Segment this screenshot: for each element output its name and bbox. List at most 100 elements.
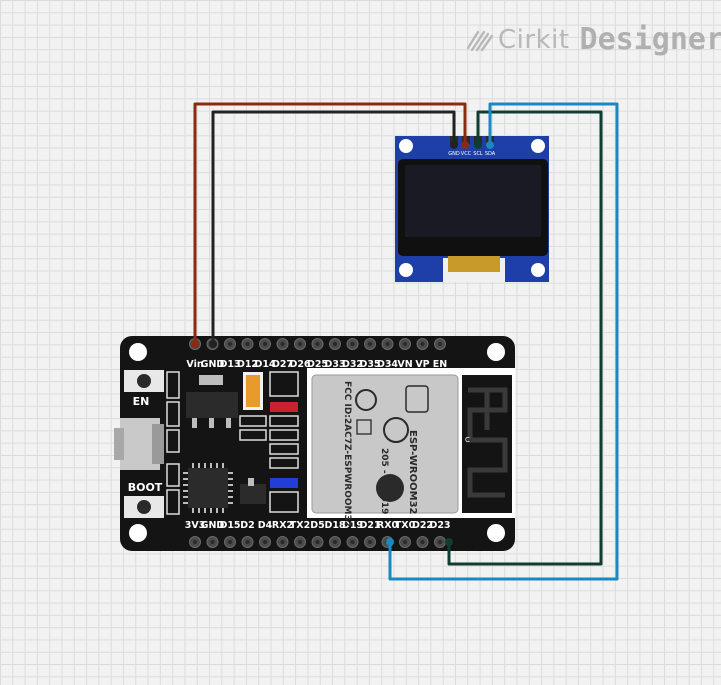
- chip-leg: [228, 478, 233, 480]
- pin-label-top: D26: [289, 359, 310, 370]
- pin-label-top: D12: [237, 359, 258, 370]
- pin-bottom-tx2-hole: [298, 540, 302, 544]
- pin-label-top: D13: [219, 359, 240, 370]
- mount-hole: [531, 139, 545, 153]
- chip-leg: [183, 490, 188, 492]
- chip-leg: [183, 478, 188, 480]
- pin-top-vn-hole: [403, 342, 407, 346]
- wire-endpoint: [386, 538, 394, 546]
- wire-d22-scl[interactable]: [447, 110, 603, 566]
- chip-leg: [228, 502, 233, 504]
- pin-top-en-hole: [438, 342, 442, 346]
- wire-endpoint: [486, 141, 494, 149]
- chip-leg: [192, 508, 194, 513]
- pin-label-bottom: D4: [258, 520, 273, 531]
- logo-brand: Cirkit: [498, 24, 570, 55]
- pin-label-top: VN: [397, 359, 412, 370]
- oled-pin-label: SDA: [485, 151, 496, 157]
- pin-label-top: D27: [272, 359, 293, 370]
- pin-label-top: D32: [342, 359, 363, 370]
- mount-hole: [531, 263, 545, 277]
- chip-leg: [183, 484, 188, 486]
- module-label-group: ESP-WROOM32: [407, 430, 418, 515]
- oled-display-module[interactable]: GND VCC SCL SDA: [395, 136, 549, 282]
- wire-vin-vcc[interactable]: [193, 102, 467, 344]
- chip-leg: [198, 463, 200, 468]
- wire-endpoint: [209, 340, 217, 348]
- wire-endpoint: [474, 141, 482, 149]
- oled-pin-label: VCC: [461, 151, 472, 157]
- boot-button-label: BOOT: [128, 481, 163, 494]
- chip-leg: [228, 496, 233, 498]
- pin-label-top: Vin: [186, 359, 203, 370]
- chip-leg: [210, 508, 212, 513]
- svg-text:C: C: [465, 436, 470, 444]
- usb-uart-chip-pins: [183, 463, 233, 513]
- pin-top-d27-hole: [280, 342, 285, 346]
- pin-label-bottom: GND: [201, 520, 225, 531]
- pin-top-d35-hole: [368, 342, 372, 346]
- pin-top-d13-hole: [228, 342, 232, 346]
- boot-button[interactable]: [124, 496, 164, 518]
- pin-top-d34-hole: [385, 342, 390, 346]
- pin-top-d12-hole: [245, 342, 250, 346]
- chip-leg: [204, 508, 206, 513]
- pin-label-bottom: D5: [310, 520, 325, 531]
- cirkit-designer-logo: Cirkit Designer: [466, 22, 721, 57]
- mount-hole: [399, 139, 413, 153]
- pin-bottom-d5-hole: [315, 540, 320, 544]
- mount-hole: [129, 524, 147, 542]
- oled-pin-label: GND: [448, 151, 460, 157]
- wire-gnd-gnd[interactable]: [211, 110, 456, 344]
- pin-label-bottom: D19: [342, 520, 363, 531]
- chip-leg: [183, 502, 188, 504]
- pin-bottom-d2-hole: [245, 540, 250, 544]
- pin-bottom-d4-hole: [263, 540, 267, 544]
- mount-hole: [129, 343, 147, 361]
- pin-label-top: D14: [254, 359, 275, 370]
- pin-bottom-gnd-hole: [210, 540, 215, 544]
- pin-bottom-d15-hole: [228, 540, 232, 544]
- pin-label-top: D35: [359, 359, 380, 370]
- pin-label-bottom: D18: [324, 520, 345, 531]
- logo-product: Designer: [579, 22, 721, 57]
- pin-label-top: D33: [324, 359, 345, 370]
- top-pin-header: [189, 338, 446, 350]
- chip-leg: [210, 463, 212, 468]
- pin-label-bottom: 3V3: [185, 520, 206, 531]
- wire-endpoint: [461, 141, 469, 149]
- module-labels: FCC ID:2AC7Z-ESPWROOM32: [342, 381, 352, 527]
- pin-bottom-d23-hole: [438, 540, 442, 544]
- en-button-label: EN: [133, 395, 150, 408]
- chip-leg: [228, 484, 233, 486]
- en-button[interactable]: [124, 370, 164, 392]
- pin-top-vp-hole: [420, 342, 425, 346]
- pin-bottom-3v3-hole: [193, 540, 197, 544]
- wire-d21-sda[interactable]: [388, 102, 619, 581]
- chip-leg: [198, 508, 200, 513]
- pin-top-d32-hole: [350, 342, 355, 346]
- chip-leg: [216, 508, 218, 513]
- pin-top-d26-hole: [298, 342, 302, 346]
- cirkit-logo-icon: [466, 30, 494, 51]
- pin-label-bottom: D2: [240, 520, 255, 531]
- fcc-label: FCC ID:2AC7Z-ESPWROOM32: [342, 381, 352, 527]
- module-cert-icons: [355, 385, 429, 502]
- pin-label-bottom: RX2: [272, 520, 293, 531]
- pin-label-top: GND: [201, 359, 225, 370]
- oled-pin-label: SCL: [473, 151, 483, 157]
- pin-label-top: EN: [433, 359, 447, 370]
- mount-hole: [399, 263, 413, 277]
- pin-bottom-d21-hole: [368, 540, 372, 544]
- pin-bottom-d19-hole: [350, 540, 355, 544]
- wire-endpoint: [450, 141, 458, 149]
- pin-label-bottom: D23: [429, 520, 450, 531]
- mount-hole: [487, 343, 505, 361]
- smd-components: [166, 371, 299, 515]
- chip-leg: [222, 463, 224, 468]
- pin-bottom-d22-hole: [420, 540, 425, 544]
- ce-mark-icon: [383, 417, 409, 443]
